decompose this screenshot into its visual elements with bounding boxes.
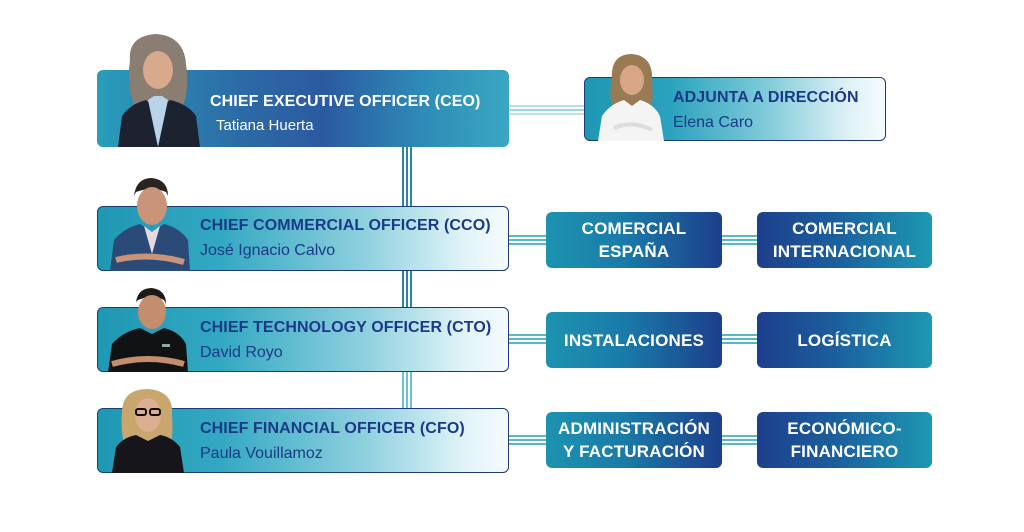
connector-cfo-dept1-to-dept2 <box>722 434 758 446</box>
connector-cfo-to-dept1 <box>509 434 547 446</box>
cfo-name: Paula Vouillamoz <box>200 445 323 462</box>
dept-label-line2: Y FACTURACIÓN <box>562 442 706 461</box>
portrait-icon <box>118 34 200 147</box>
dept-comercial-internacional[interactable]: COMERCIAL INTERNACIONAL <box>757 212 932 268</box>
connector-ceo-to-assistant <box>509 104 585 116</box>
dept-label-line2: ESPAÑA <box>598 242 670 261</box>
cco-photo <box>108 174 192 271</box>
connector-cto-to-cfo <box>401 372 415 409</box>
dept-administracion-facturacion[interactable]: ADMINISTRACIÓN Y FACTURACIÓN <box>546 412 722 468</box>
ceo-role: CHIEF EXECUTIVE OFFICER (CEO) <box>210 93 481 110</box>
cco-name: José Ignacio Calvo <box>200 242 336 259</box>
portrait-icon <box>110 178 190 271</box>
connector-ceo-to-cco <box>401 147 415 207</box>
dept-comercial-espana[interactable]: COMERCIAL ESPAÑA <box>546 212 722 268</box>
dept-label-line1: COMERCIAL <box>581 219 687 238</box>
dept-logistica[interactable]: LOGÍSTICA <box>757 312 932 368</box>
connector-cco-to-cto <box>401 271 415 308</box>
connector-cto-to-dept1 <box>509 333 547 345</box>
cfo-photo <box>110 385 186 473</box>
cto-photo <box>106 284 190 372</box>
cto-name: David Royo <box>200 344 283 361</box>
connector-cto-dept1-to-dept2 <box>722 333 758 345</box>
connector-cco-to-dept1 <box>509 234 547 246</box>
cco-role: CHIEF COMMERCIAL OFFICER (CCO) <box>200 217 491 234</box>
cfo-role: CHIEF FINANCIAL OFFICER (CFO) <box>200 420 465 437</box>
connector-cco-dept1-to-dept2 <box>722 234 758 246</box>
dept-instalaciones[interactable]: INSTALACIONES <box>546 312 722 368</box>
portrait-icon <box>108 288 188 372</box>
assistant-photo <box>596 50 666 141</box>
dept-label-line1: ADMINISTRACIÓN <box>557 419 710 438</box>
ceo-name: Tatiana Huerta <box>216 117 314 134</box>
dept-label-line2: FINANCIERO <box>790 442 899 461</box>
portrait-icon <box>112 389 184 473</box>
dept-economico-financiero[interactable]: ECONÓMICO- FINANCIERO <box>757 412 932 468</box>
dept-label-line1: LOGÍSTICA <box>797 330 892 350</box>
dept-label-line1: ECONÓMICO- <box>787 419 902 438</box>
assistant-name: Elena Caro <box>673 114 754 131</box>
dept-label-line1: COMERCIAL <box>792 219 897 238</box>
portrait-icon <box>598 54 664 141</box>
dept-label-line1: INSTALACIONES <box>563 330 705 350</box>
assistant-role: ADJUNTA A DIRECCIÓN <box>673 89 859 106</box>
cto-role: CHIEF TECHNOLOGY OFFICER (CTO) <box>200 319 492 336</box>
dept-label-line2: INTERNACIONAL <box>772 242 917 261</box>
ceo-photo <box>114 30 204 147</box>
